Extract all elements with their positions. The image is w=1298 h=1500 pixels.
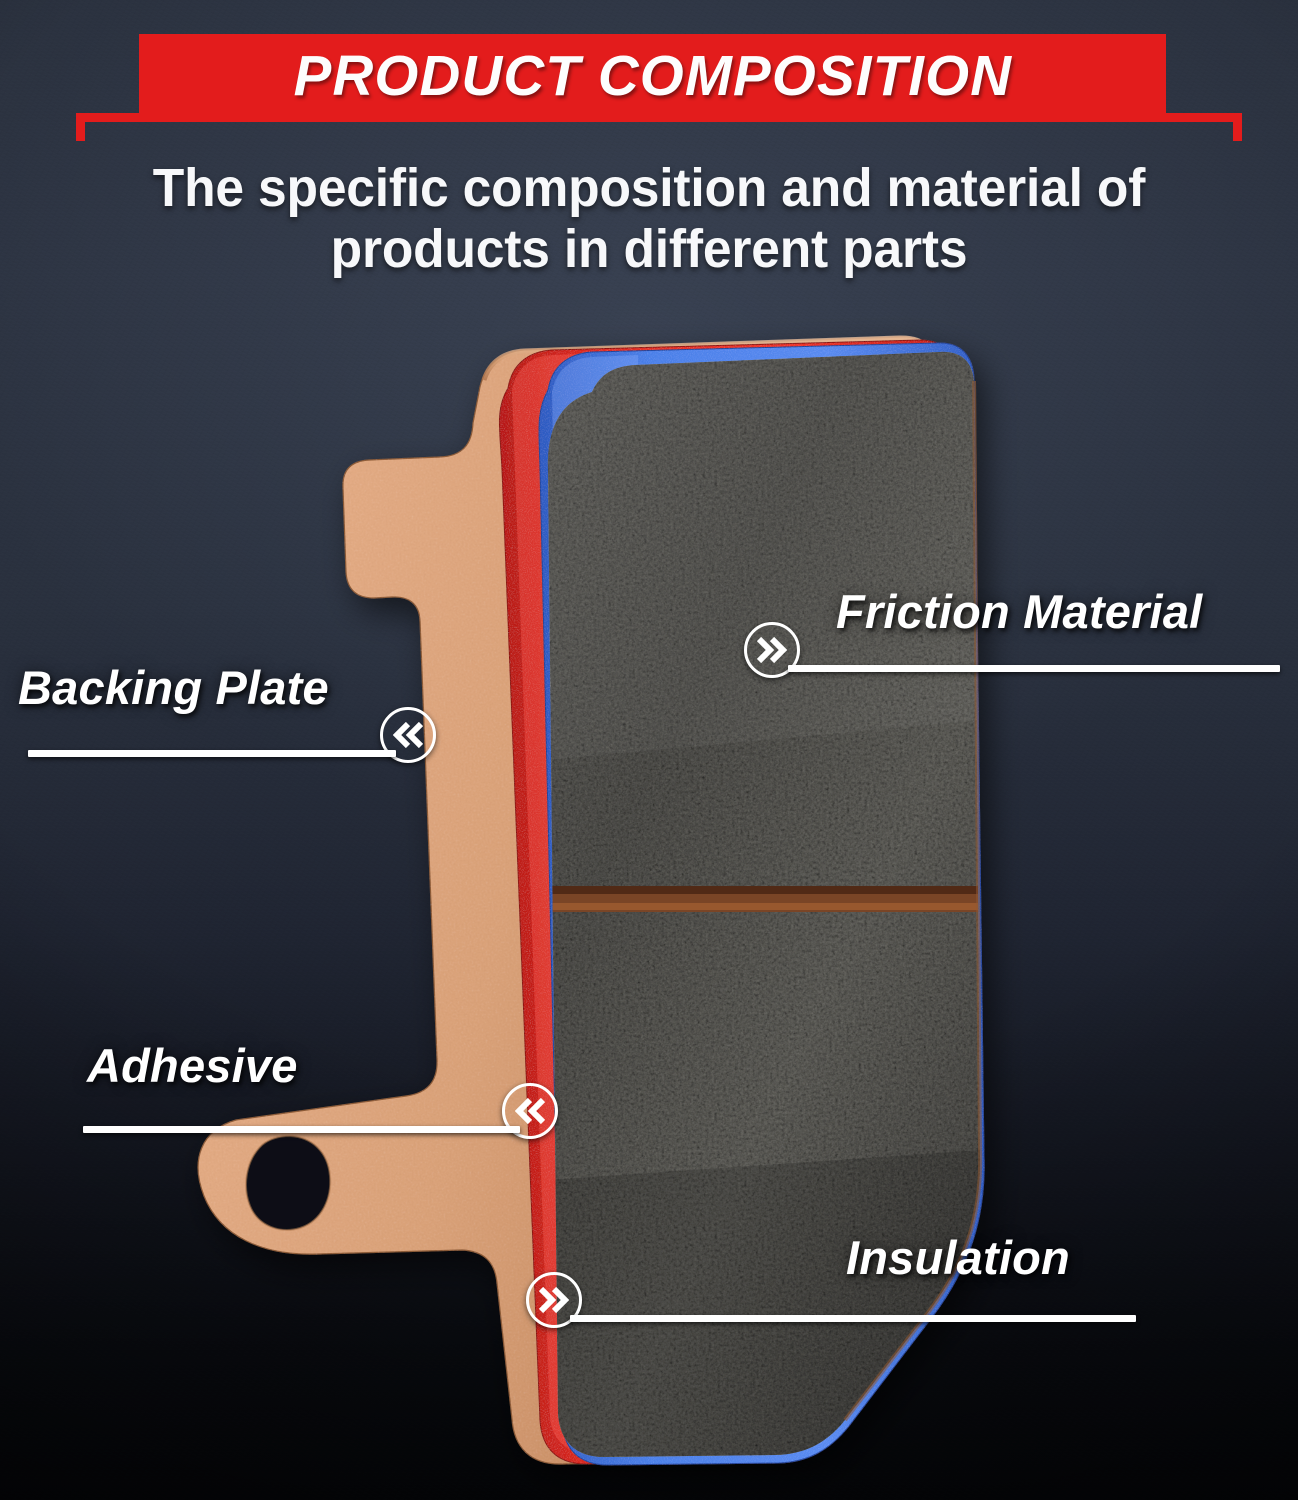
friction-material-layer xyxy=(547,351,983,1457)
callout-label-friction-material: Friction Material xyxy=(836,585,1203,638)
double-chevron-right-icon xyxy=(744,622,800,678)
callout-label-backing-plate: Backing Plate xyxy=(18,661,329,714)
callout-rule xyxy=(28,750,396,757)
bracket-right-leg xyxy=(1233,113,1242,141)
callout-label-insulation: Insulation xyxy=(846,1231,1070,1284)
bracket-left-leg xyxy=(76,113,85,141)
subtitle-line-1: The specific composition and material of xyxy=(152,158,1146,218)
banner-bracket-decoration xyxy=(76,113,1242,141)
callout-rule xyxy=(788,665,1280,672)
subtitle: The specific composition and material of… xyxy=(0,158,1298,280)
bracket-bar xyxy=(76,113,1242,122)
banner-title: PRODUCT COMPOSITION xyxy=(293,43,1012,108)
product-composition-banner: PRODUCT COMPOSITION xyxy=(139,34,1166,117)
double-chevron-left-icon xyxy=(502,1083,558,1139)
double-chevron-left-icon xyxy=(380,707,436,763)
friction-slot xyxy=(547,886,981,912)
callout-label-adhesive: Adhesive xyxy=(87,1039,298,1092)
double-chevron-right-icon xyxy=(526,1272,582,1328)
callout-rule xyxy=(83,1126,520,1133)
callout-rule xyxy=(570,1315,1136,1322)
mounting-hole xyxy=(246,1136,331,1230)
subtitle-line-2: products in different parts xyxy=(330,219,968,280)
